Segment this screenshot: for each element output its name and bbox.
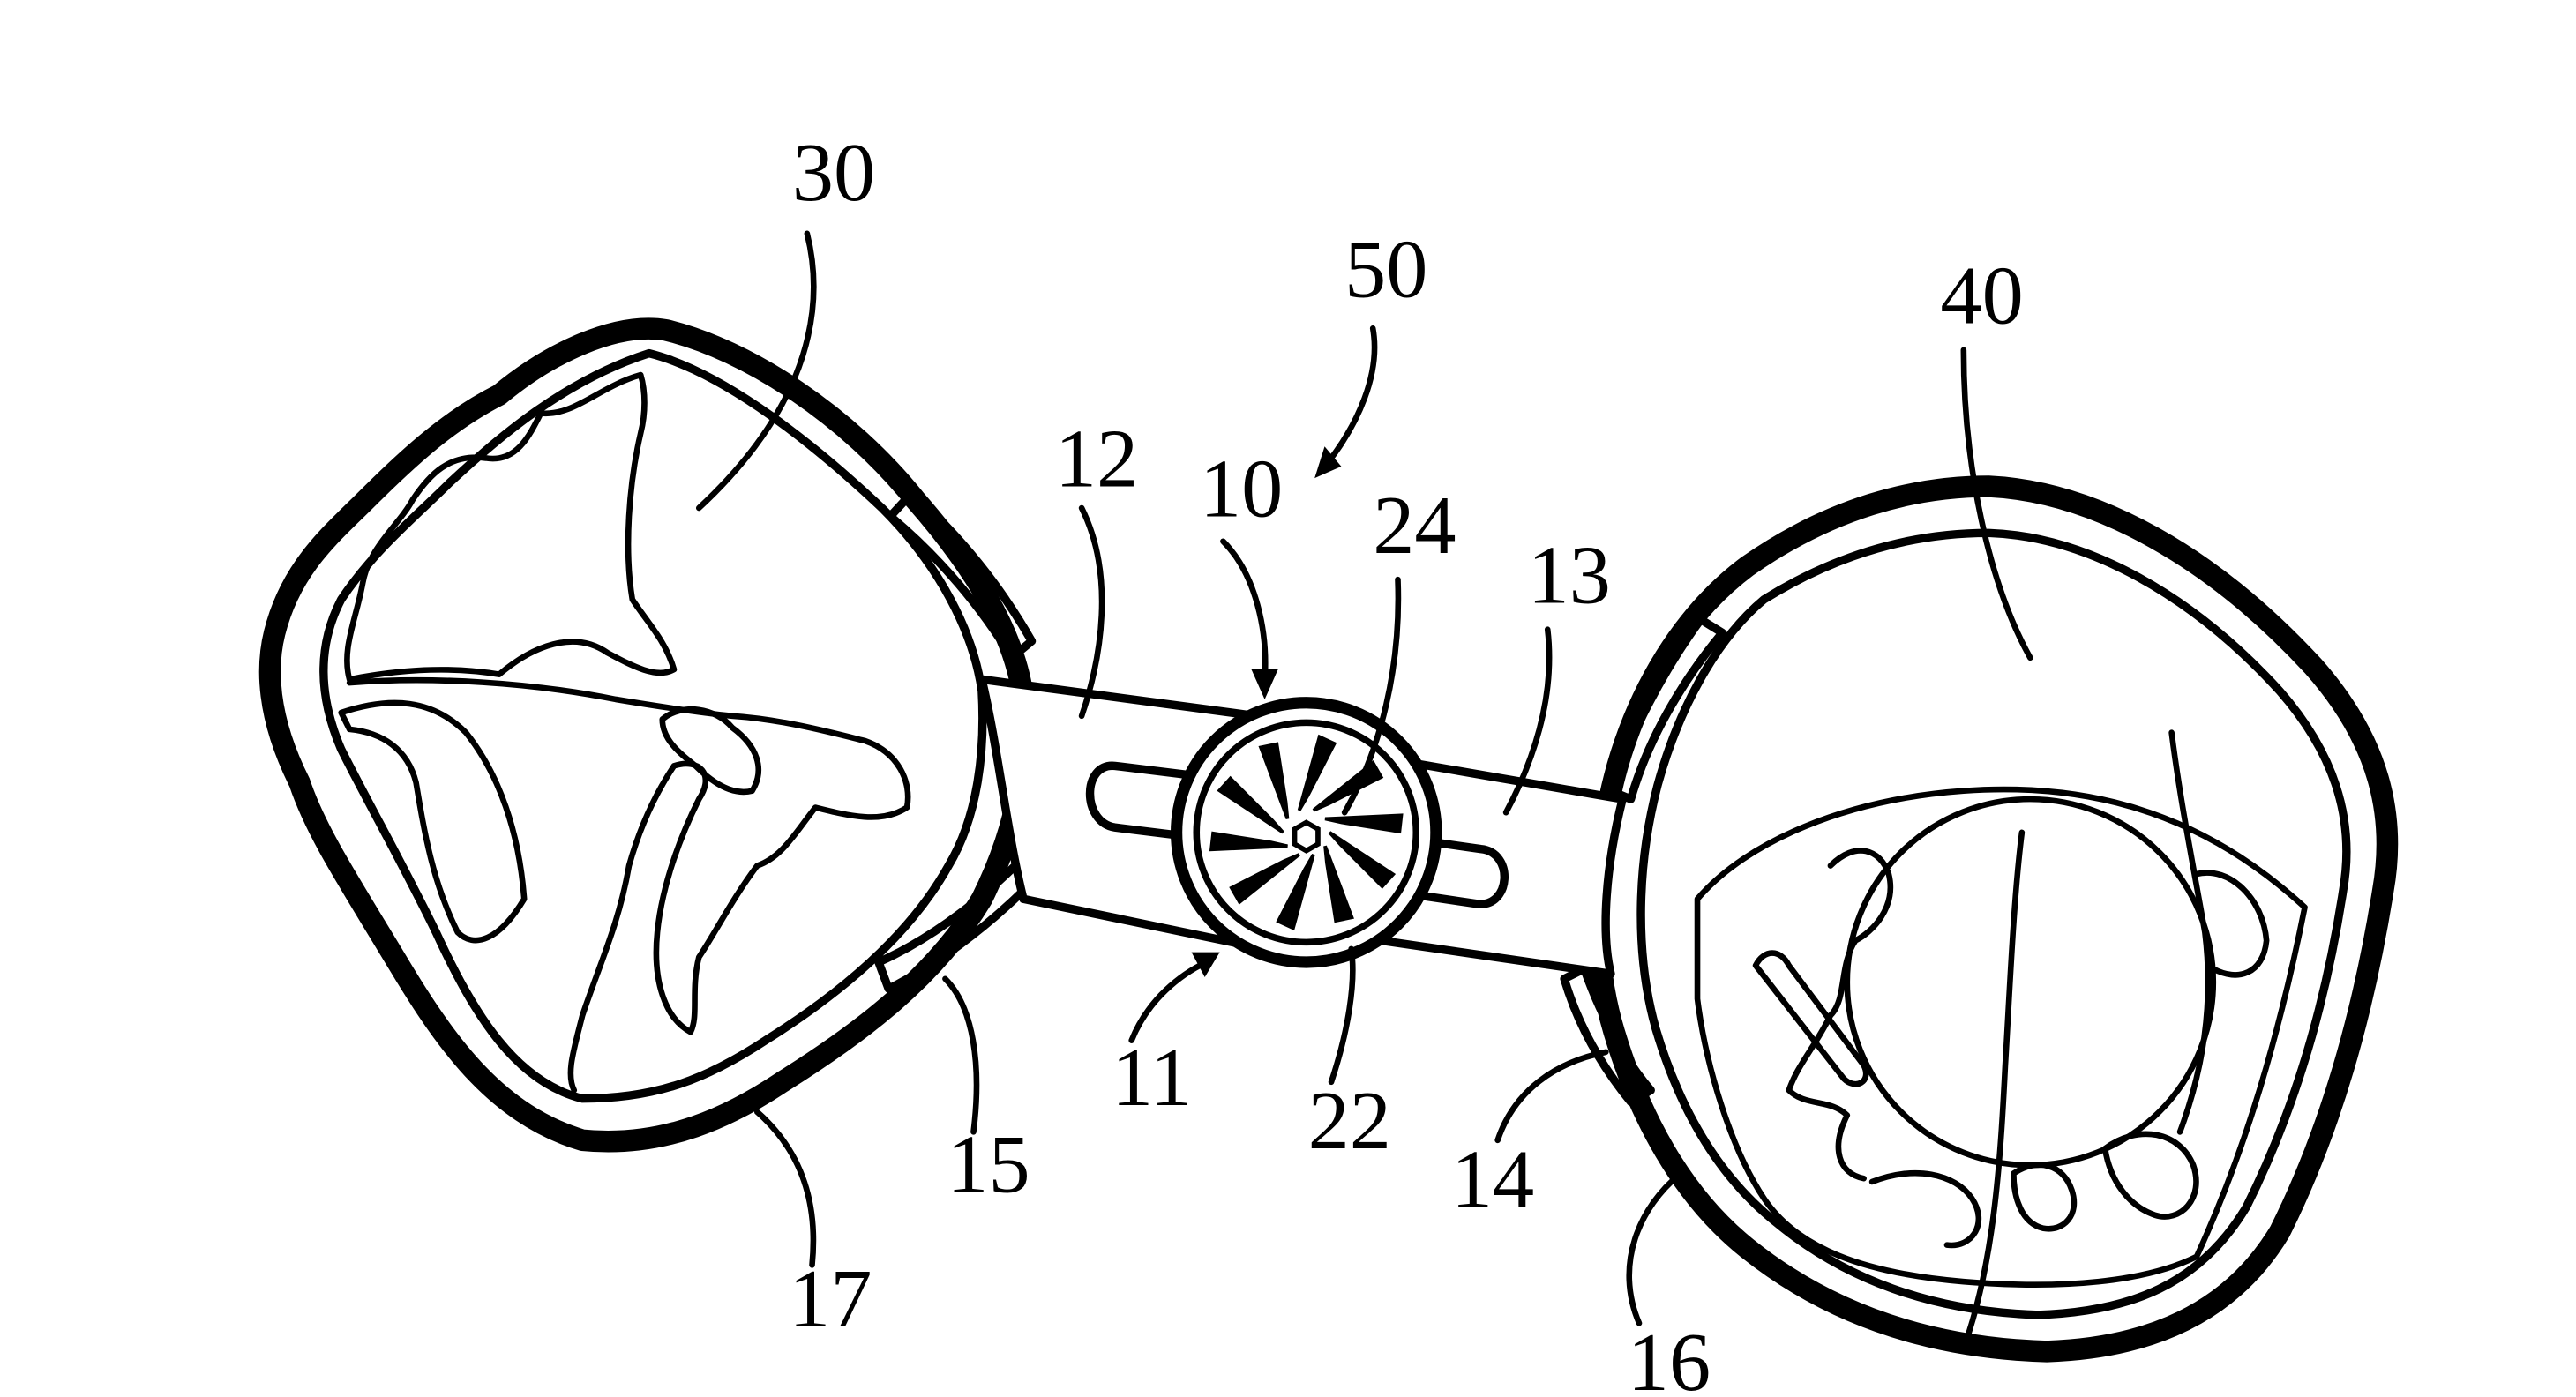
right-round-container	[1847, 799, 2213, 1165]
leader-11	[1132, 962, 1207, 1041]
ref-50: 50	[1344, 223, 1427, 315]
ref-15: 15	[947, 1118, 1030, 1210]
leader-12	[1082, 508, 1102, 716]
ref-16: 16	[1628, 1317, 1711, 1397]
right-inner-tray	[1697, 789, 2305, 1285]
arrowhead-10	[1252, 669, 1278, 699]
leader-16	[1629, 1174, 1681, 1324]
leader-14	[1498, 1052, 1606, 1140]
left-cup	[270, 329, 1032, 1142]
leader-15	[945, 979, 977, 1132]
ref-30: 30	[792, 127, 875, 219]
right-food-left	[1789, 850, 1891, 1178]
ref-40: 40	[1940, 250, 2023, 342]
left-food-detail	[663, 709, 759, 792]
ref-10: 10	[1200, 443, 1283, 534]
ref-12: 12	[1055, 413, 1138, 504]
rotary-hub	[1177, 703, 1436, 962]
right-cup	[1564, 486, 2387, 1351]
ref-24: 24	[1373, 480, 1456, 572]
leader-10	[1223, 542, 1265, 680]
hex-center	[1295, 823, 1318, 851]
ref-22: 22	[1308, 1075, 1391, 1167]
ref-13: 13	[1528, 530, 1611, 622]
right-center-strand	[1964, 833, 2022, 1348]
ref-11: 11	[1112, 1032, 1192, 1124]
leader-17	[757, 1112, 813, 1266]
right-food-bottom	[1872, 1134, 2196, 1245]
left-cup-outer-rim	[270, 329, 1024, 1142]
leader-50	[1331, 328, 1374, 458]
left-food-upper	[347, 375, 674, 679]
leader-22	[1331, 949, 1352, 1082]
leader-40	[1964, 350, 2030, 658]
ref-14: 14	[1451, 1133, 1534, 1225]
ref-17: 17	[789, 1253, 872, 1345]
